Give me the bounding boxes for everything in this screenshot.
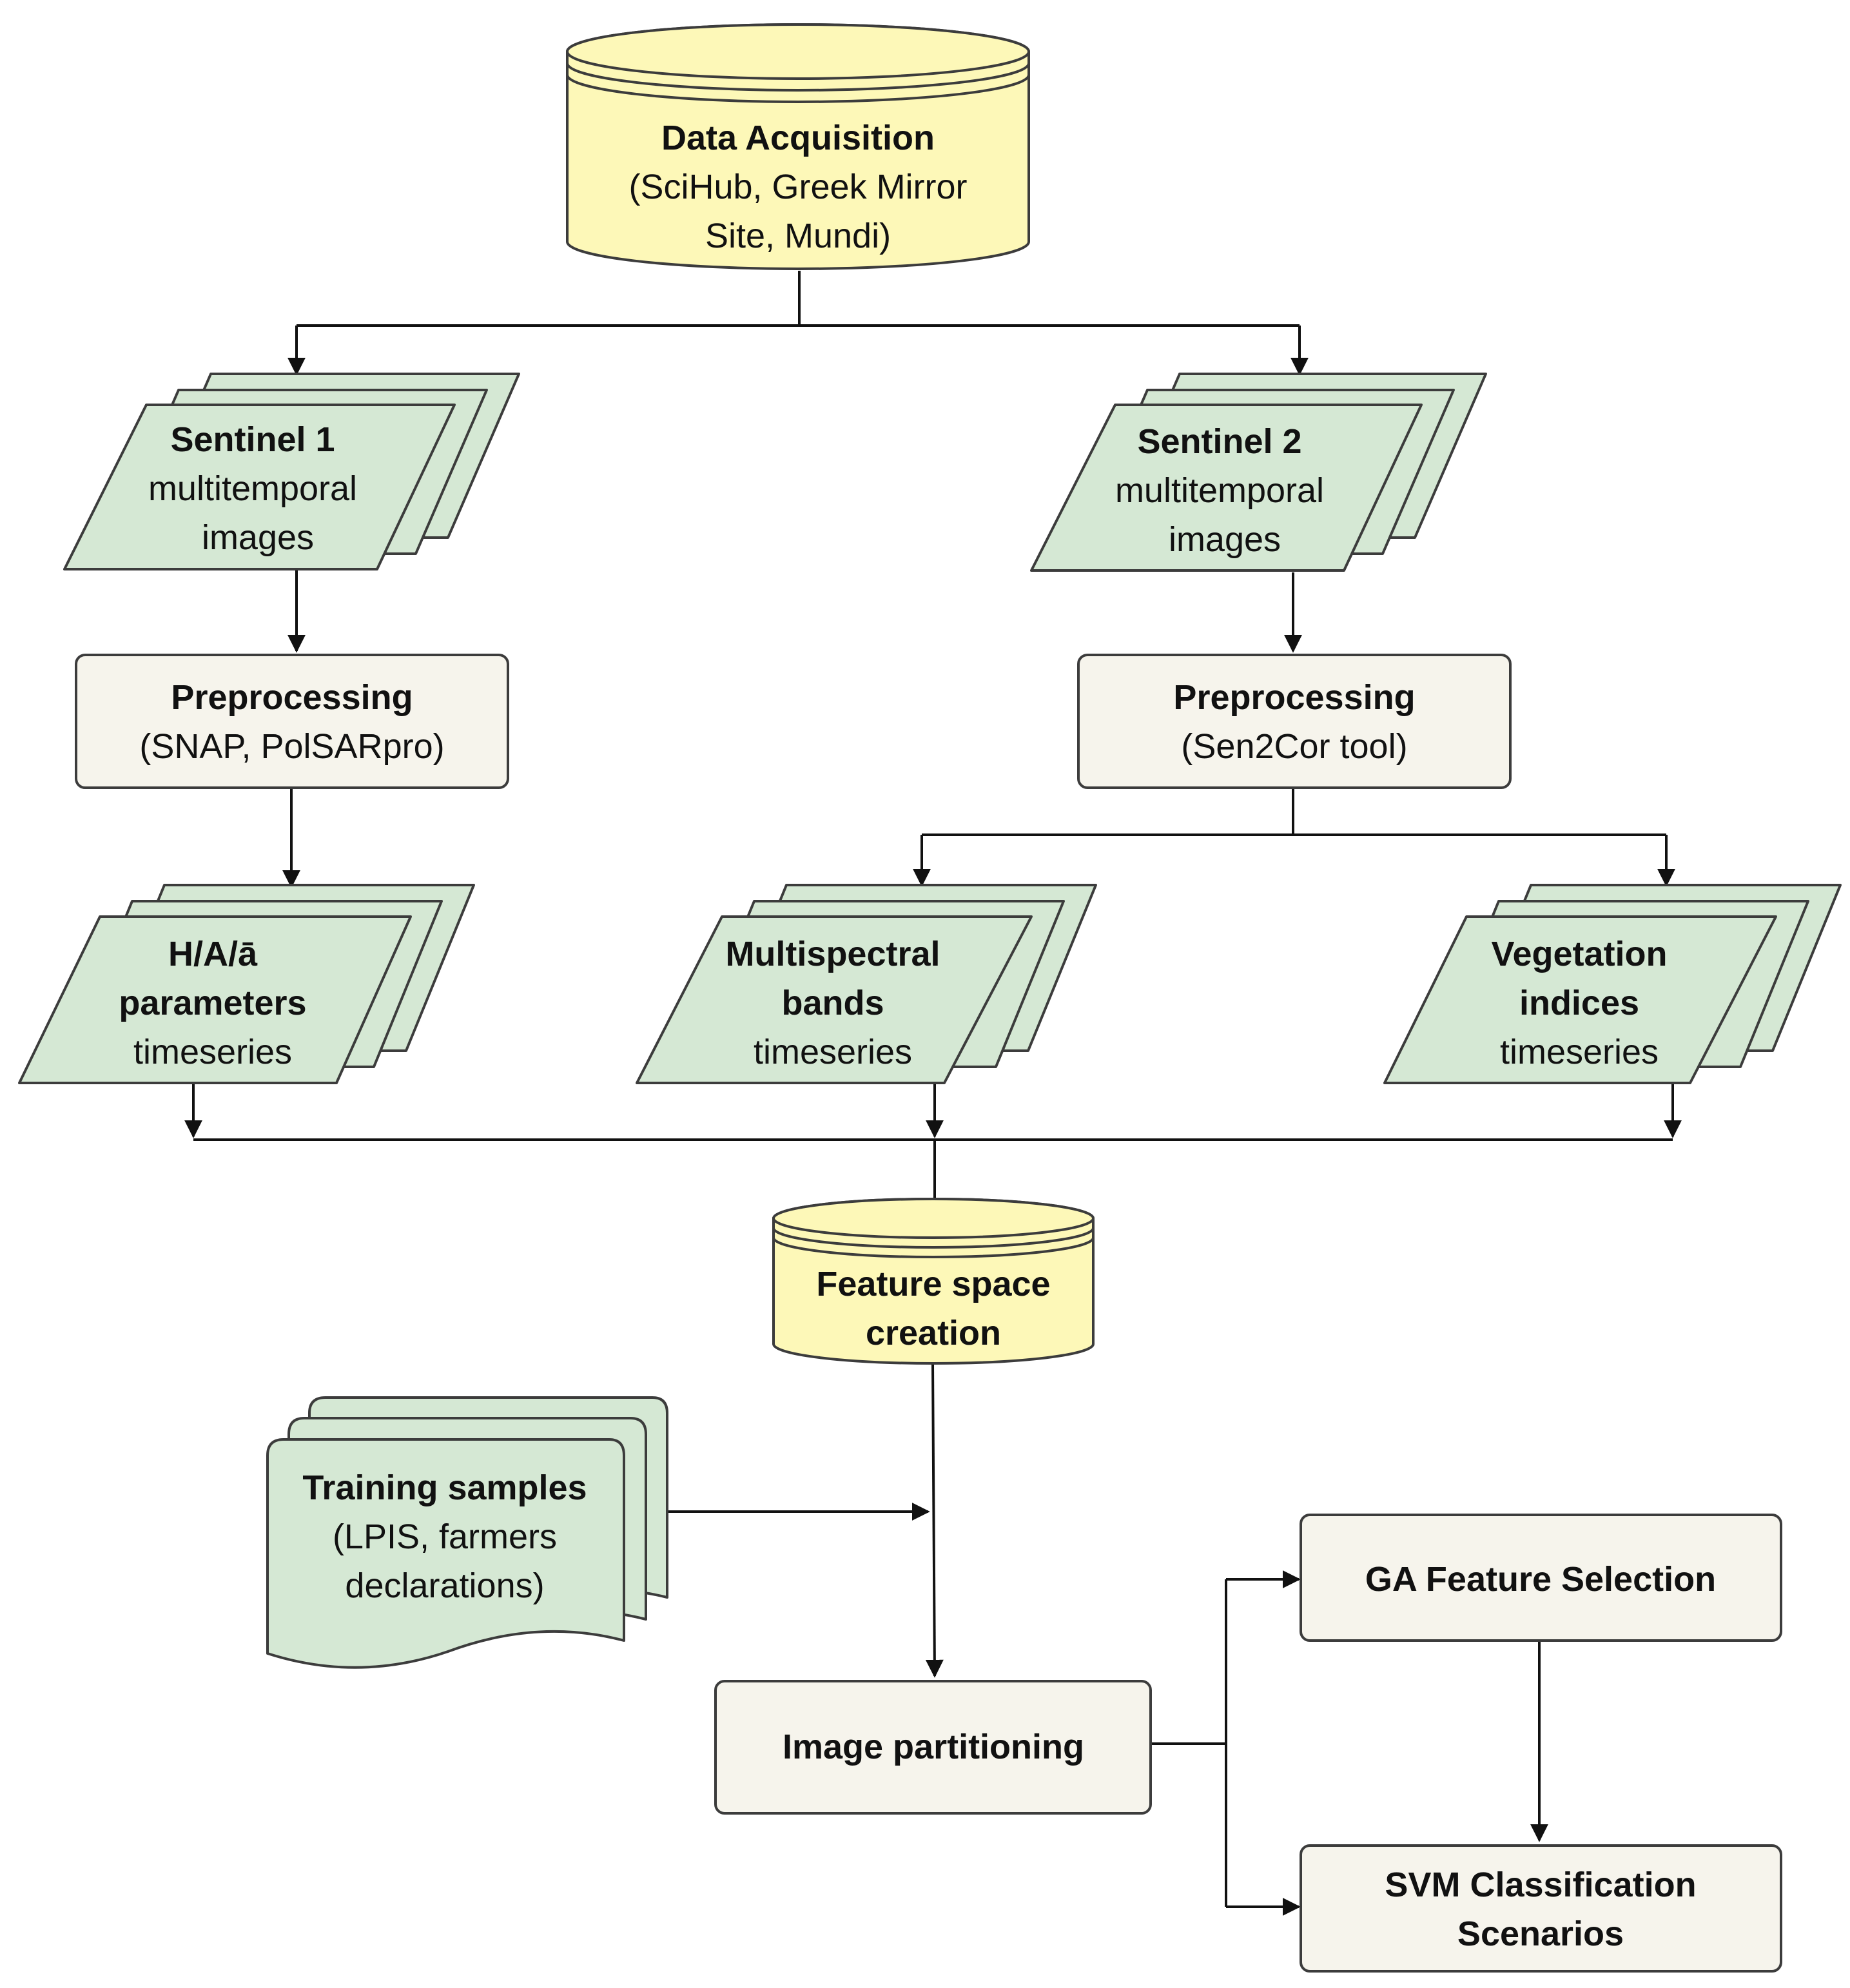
preproc1-title: Preprocessing	[171, 678, 413, 717]
data-shape	[1383, 915, 1777, 1084]
data-acquisition-line3: Site, Mundi)	[705, 217, 891, 255]
data-acquisition-line2: (SciHub, Greek Mirror	[628, 168, 967, 206]
haa-line2: parameters	[119, 984, 306, 1022]
training-line3: declarations)	[345, 1566, 544, 1605]
node-image-partitioning: Image partitioning	[714, 1680, 1152, 1815]
node-preprocessing-1: Preprocessing (SNAP, PolSARpro)	[75, 654, 509, 789]
node-haa-parameters: H/A/ā parameters timeseries	[18, 884, 475, 1084]
feature-space-title: Feature space	[816, 1265, 1050, 1303]
edge-feature-partitioning	[925, 1363, 944, 1678]
node-training-samples: Training samples (LPIS, farmers declarat…	[266, 1396, 668, 1669]
edges	[184, 271, 1682, 1916]
node-data-acquisition: Data Acquisition (SciHub, Greek Mirror S…	[566, 23, 1030, 270]
multispectral-title: Multispectral	[725, 935, 940, 973]
ga-title: GA Feature Selection	[1365, 1560, 1716, 1599]
node-ga-feature-selection: GA Feature Selection	[1300, 1514, 1782, 1642]
process-box	[714, 1680, 1152, 1815]
training-line2: (LPIS, farmers	[333, 1517, 557, 1556]
process-box	[1300, 1844, 1782, 1973]
edge-partitioning-split	[1151, 1579, 1227, 1907]
edge-preproc2-split	[922, 788, 1666, 836]
data-shape	[18, 915, 412, 1084]
data-shape	[63, 404, 456, 570]
sentinel2-line3: images	[1169, 520, 1281, 559]
node-vegetation-indices: Vegetation indices timeseries	[1383, 884, 1842, 1084]
preproc1-line2: (SNAP, PolSARpro)	[139, 727, 444, 766]
svm-title: SVM Classification	[1385, 1866, 1696, 1904]
sentinel2-line2: multitemporal	[1115, 471, 1324, 510]
vegetation-line3: timeseries	[1500, 1033, 1659, 1071]
sentinel2-title: Sentinel 2	[1137, 422, 1301, 461]
svm-line2: Scenarios	[1457, 1915, 1624, 1953]
partitioning-title: Image partitioning	[783, 1728, 1084, 1766]
sentinel1-title: Sentinel 1	[170, 420, 335, 459]
process-box	[75, 654, 509, 789]
multispectral-line3: timeseries	[754, 1033, 912, 1071]
data-shape	[636, 915, 1033, 1084]
data-shape	[1030, 404, 1423, 572]
process-box	[1077, 654, 1512, 789]
preproc2-line2: (Sen2Cor tool)	[1181, 727, 1407, 766]
data-acquisition-title: Data Acquisition	[661, 119, 935, 157]
sentinel1-line3: images	[202, 518, 314, 557]
node-svm-classification: SVM Classification Scenarios	[1300, 1844, 1782, 1973]
edge-acquisition-split	[297, 271, 1300, 327]
haa-line3: timeseries	[133, 1033, 292, 1071]
multispectral-line2: bands	[781, 984, 884, 1022]
vegetation-title: Vegetation	[1491, 935, 1667, 973]
preproc2-title: Preprocessing	[1173, 678, 1415, 717]
training-title: Training samples	[302, 1468, 587, 1507]
vegetation-line2: indices	[1519, 984, 1639, 1022]
process-box	[1300, 1514, 1782, 1642]
feature-space-line2: creation	[866, 1314, 1001, 1352]
node-multispectral-bands: Multispectral bands timeseries	[636, 884, 1097, 1084]
edge-merge-line	[193, 1138, 1673, 1200]
sentinel1-line2: multitemporal	[148, 469, 357, 508]
document-shape	[266, 1438, 625, 1669]
node-preprocessing-2: Preprocessing (Sen2Cor tool)	[1077, 654, 1512, 789]
haa-title: H/A/ā	[168, 935, 258, 973]
node-feature-space: Feature space creation	[772, 1198, 1095, 1365]
node-sentinel1: Sentinel 1 multitemporal images	[63, 373, 520, 570]
node-sentinel2: Sentinel 2 multitemporal images	[1030, 373, 1487, 572]
